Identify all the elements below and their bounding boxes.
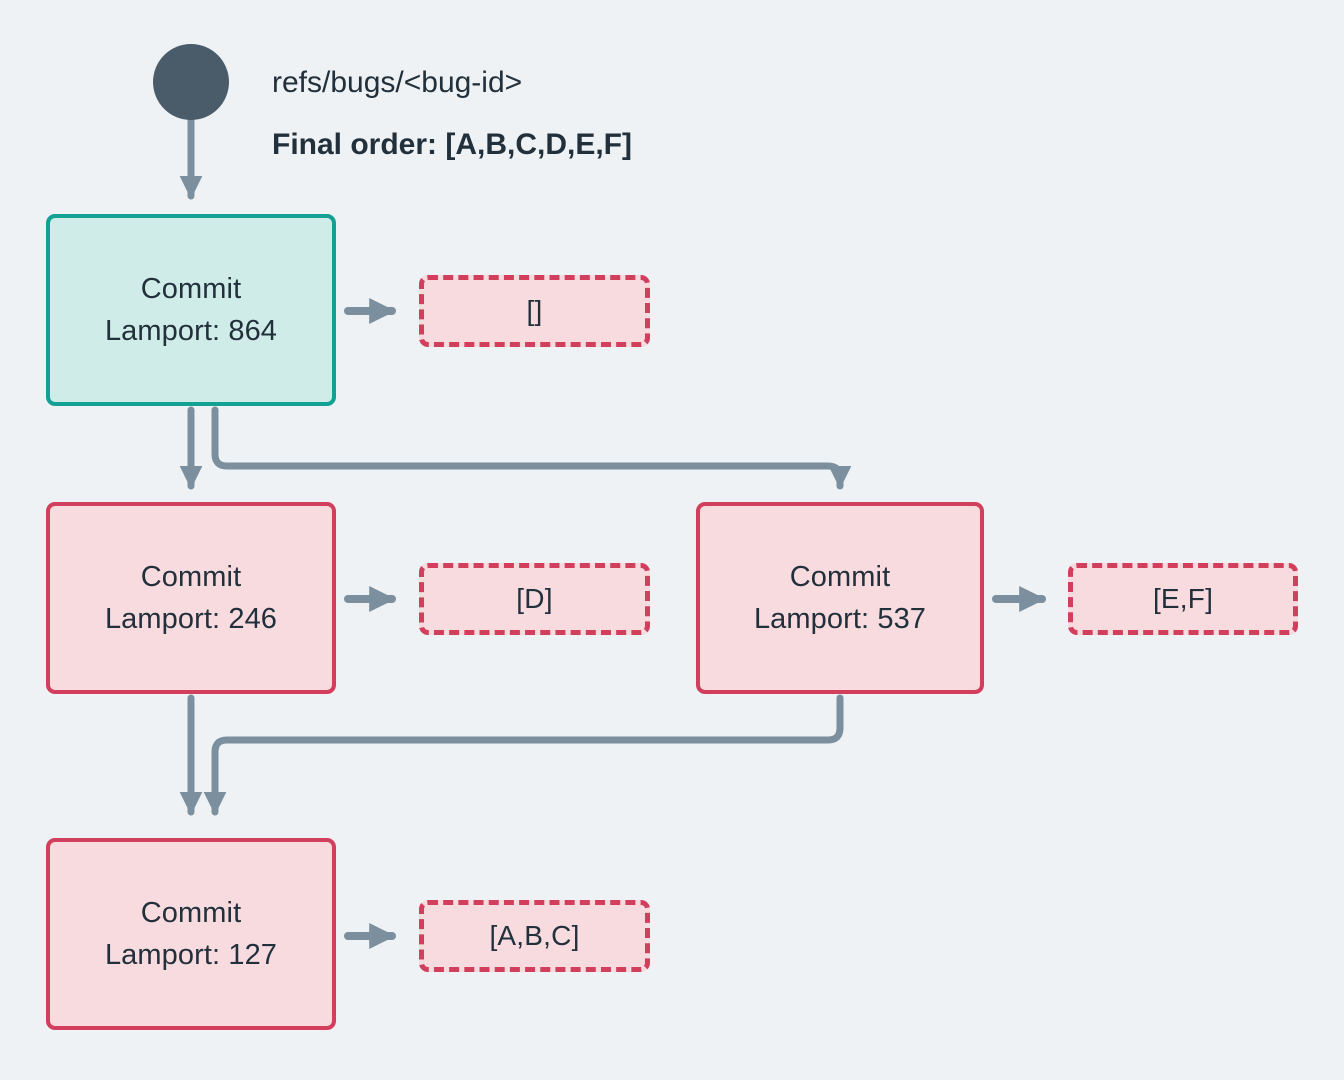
branch-head-dot [153, 44, 229, 120]
payload-text: [D] [516, 583, 553, 614]
payload-badge-246[interactable]: [D] [419, 563, 650, 635]
commit-node-537[interactable]: Commit Lamport: 537 [696, 502, 984, 694]
commit-node-864[interactable]: Commit Lamport: 864 [46, 214, 336, 406]
payload-badge-127[interactable]: [A,B,C] [419, 900, 650, 972]
payload-badge-864[interactable]: [] [419, 275, 650, 347]
commit-lamport: Lamport: 537 [753, 603, 927, 635]
commit-lamport: Lamport: 864 [104, 315, 278, 347]
final-order-label: Final order: [A,B,C,D,E,F] [272, 128, 632, 161]
payload-text: [A,B,C] [489, 920, 580, 951]
payload-text: [E,F] [1152, 583, 1214, 614]
commit-node-127[interactable]: Commit Lamport: 127 [46, 838, 336, 1030]
payload-badge-537[interactable]: [E,F] [1068, 563, 1298, 635]
branch-ref-label: refs/bugs/<bug-id> [272, 66, 523, 99]
commit-lamport: Lamport: 127 [104, 939, 278, 971]
commit-node-246[interactable]: Commit Lamport: 246 [46, 502, 336, 694]
commit-title: Commit [789, 560, 891, 593]
edge-c864-to-c537 [211, 406, 852, 490]
commit-lamport: Lamport: 246 [104, 603, 278, 635]
payload-text: [] [526, 295, 543, 326]
commit-title: Commit [140, 272, 242, 305]
commit-title: Commit [140, 896, 242, 929]
edge-c537-to-c127 [203, 694, 844, 816]
commit-title: Commit [140, 560, 242, 593]
